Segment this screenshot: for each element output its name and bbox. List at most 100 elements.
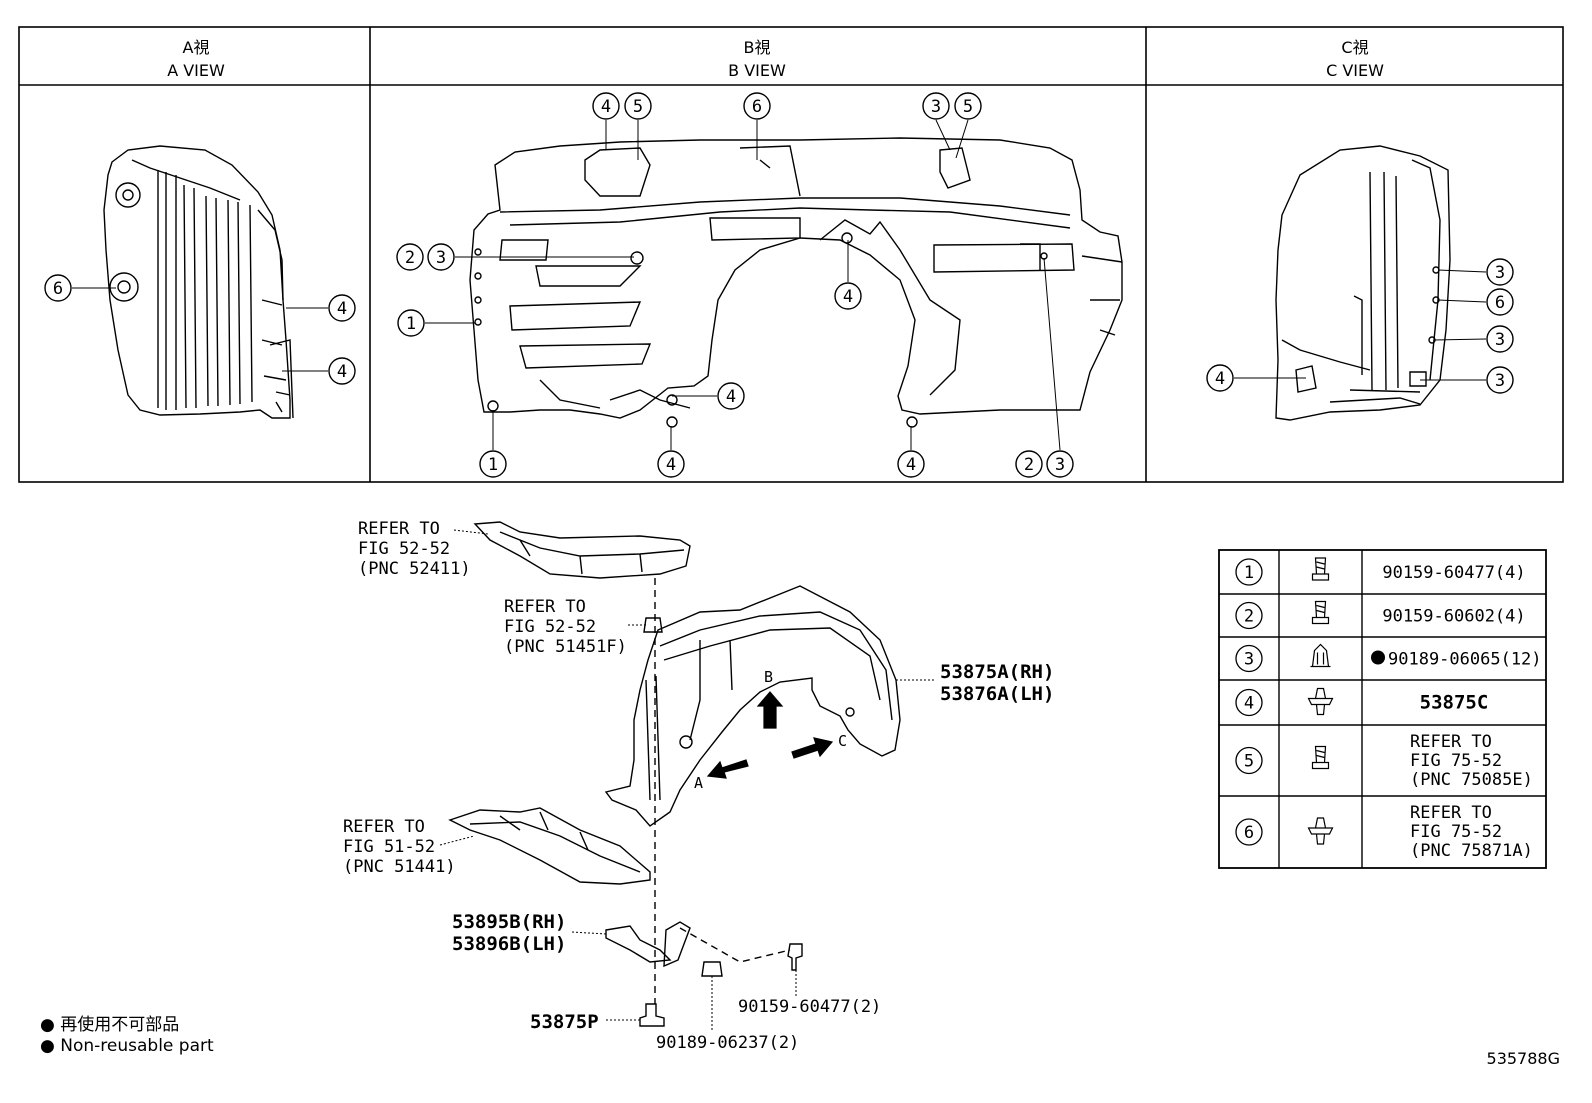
callout-number: 4: [337, 362, 347, 382]
part-number: 90159-60602(4): [1382, 607, 1525, 627]
leader-line: [935, 119, 951, 151]
callout-number: 4: [601, 97, 611, 117]
a-view-title: A VIEW: [167, 61, 225, 80]
callout-circle: [922, 92, 950, 120]
callout-c-1: 3: [1437, 258, 1514, 286]
callout-c-2: 6: [1437, 288, 1514, 316]
b-view-jp: B視: [744, 38, 771, 57]
table-row: 4 53875C: [1235, 687, 1489, 717]
callout-b-13: 4: [897, 426, 925, 478]
arrow-c-label: C: [838, 732, 847, 750]
callout-circle: [624, 92, 652, 120]
ref-51451f-l2: FIG 52-52: [504, 617, 596, 637]
callout-number: 6: [53, 279, 63, 299]
ref-52411-l3: (PNC 52411): [358, 559, 471, 579]
callout-b-3: 6: [743, 92, 771, 160]
bumper-bracket: [473, 521, 691, 579]
b-view-title: B VIEW: [728, 61, 786, 80]
part-number: 53875C: [1420, 692, 1489, 714]
callout-b-7: 3: [427, 243, 634, 271]
ref-line: (PNC 75085E): [1410, 770, 1533, 790]
ref-51441-l1: REFER TO: [343, 817, 425, 837]
seal-flap: [663, 921, 691, 968]
leader-line: [955, 119, 969, 159]
fender-seal: [605, 925, 672, 963]
ref-line: REFER TO: [1410, 803, 1492, 823]
a-view-jp: A視: [183, 38, 210, 57]
callout-number: 4: [726, 387, 736, 407]
a-view-drawing: [103, 145, 294, 419]
callout-number: 5: [633, 97, 643, 117]
part-number: 90189-06065(12): [1388, 650, 1542, 670]
callout-b-2: 5: [624, 92, 652, 160]
callout-circle: [1486, 288, 1514, 316]
callout-number: 4: [1215, 369, 1225, 389]
screw-icon: [1311, 745, 1330, 770]
c-view-title: C VIEW: [1326, 61, 1384, 80]
ref-line: FIG 75-52: [1410, 751, 1502, 771]
callout-number: 3: [1495, 263, 1505, 283]
callout-circle: [657, 450, 685, 478]
callout-circle: [328, 357, 356, 385]
callout-b-15: 3: [1043, 257, 1074, 478]
callout-b-6: 2: [396, 243, 424, 271]
leader-line: [1437, 269, 1487, 273]
callout-number: 4: [337, 299, 347, 319]
callout-number: 4: [666, 455, 676, 475]
callout-b-8: 1: [397, 309, 475, 337]
row-number-circle: [1235, 644, 1263, 673]
table-border: [1218, 549, 1547, 869]
rivet-icon: [1307, 817, 1334, 845]
legend-jp-row: ● 再使用不可部品: [40, 1010, 179, 1035]
callout-circle: [897, 450, 925, 478]
callout-number: 2: [405, 248, 415, 268]
row-number: 6: [1244, 823, 1254, 843]
callout-circle: [743, 92, 771, 120]
callout-a-1: 6: [44, 274, 116, 302]
screw-53875p: [639, 1003, 665, 1027]
callout-c-4: 4: [1206, 364, 1306, 392]
ref-52411-l1: REFER TO: [358, 519, 440, 539]
callout-circle: [44, 274, 72, 302]
callout-number: 6: [1495, 293, 1505, 313]
leader-line: [1437, 299, 1487, 303]
row-number: 1: [1244, 563, 1254, 583]
callout-circle: [717, 382, 745, 410]
b-view-drawing: [469, 137, 1123, 428]
callout-b-5: 5: [954, 92, 982, 159]
callout-circle: [1486, 366, 1514, 394]
arrow-c-icon: [791, 737, 834, 759]
legend-en: Non-reusable part: [60, 1036, 214, 1056]
row-number: 4: [1244, 694, 1254, 714]
leader-line: [1043, 257, 1061, 451]
row-number-circle: [1235, 688, 1263, 717]
callout-a-2: 4: [286, 294, 356, 322]
arrow-b-icon: [756, 691, 784, 729]
callout-number: 1: [488, 455, 498, 475]
nonreusable-bullet-icon: [1371, 650, 1385, 665]
callout-circle: [1206, 364, 1234, 392]
callout-circle: [834, 282, 862, 310]
clip-90189-06237: [701, 961, 723, 977]
clip-icon: [1310, 643, 1331, 668]
ref-51451f-l3: (PNC 51451F): [504, 637, 627, 657]
row-number-circle: [1235, 558, 1263, 586]
ref-52411-l2: FIG 52-52: [358, 539, 450, 559]
ref-51441-l2: FIG 51-52: [343, 837, 435, 857]
ref-51451f-l1: REFER TO: [504, 597, 586, 617]
leader-line: [1433, 338, 1487, 341]
screw-icon: [1311, 600, 1330, 625]
c-view-jp: C視: [1341, 38, 1368, 57]
part-53876a: 53876A(LH): [940, 683, 1054, 705]
callout-circle: [1046, 450, 1074, 478]
arrow-a-label: A: [694, 774, 703, 792]
callout-circle: [396, 243, 424, 271]
bullet-icon: ●: [40, 1036, 55, 1056]
callout-number: 4: [843, 287, 853, 307]
